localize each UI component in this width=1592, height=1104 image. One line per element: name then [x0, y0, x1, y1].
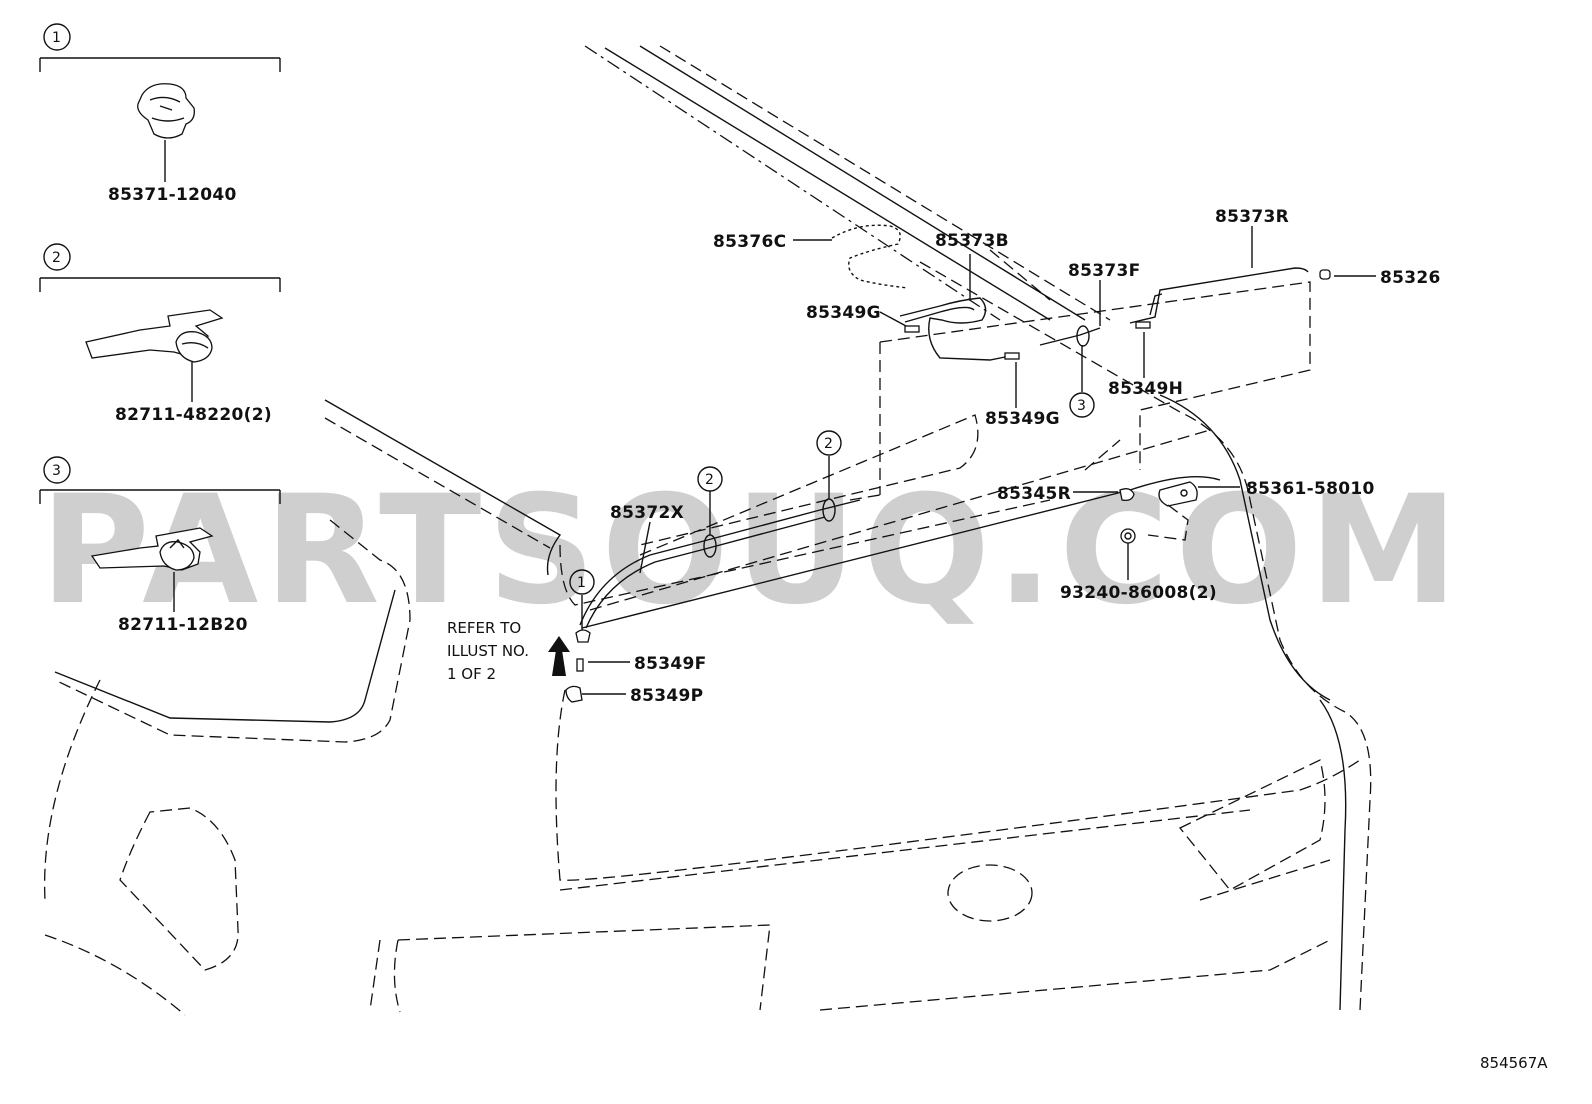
watermark: PARTSOUQ.COM — [40, 464, 1464, 638]
part-85349G-label[interactable]: 85349G — [806, 303, 881, 323]
wiper-nozzle-icon — [137, 83, 195, 139]
part-85372X-label[interactable]: 85372X — [610, 503, 684, 523]
connector-icon — [575, 629, 591, 643]
arrow-up-icon — [548, 636, 570, 676]
inset-3-number: 3 — [52, 463, 61, 479]
part-85373F-label[interactable]: 85373F — [1068, 261, 1141, 281]
part-85326-label[interactable]: 85326 — [1380, 268, 1441, 288]
part-85349F-label[interactable]: 85349F — [634, 654, 707, 674]
inset-1-circle — [43, 23, 71, 51]
part-85373B-label[interactable]: 85373B — [935, 231, 1009, 251]
part-85373R-label[interactable]: 85373R — [1215, 207, 1289, 227]
inset-3-circle — [43, 456, 71, 484]
refer-note-line-2: ILLUST NO. — [447, 642, 529, 660]
svg-text:2: 2 — [705, 472, 714, 488]
part-85349G-label[interactable]: 85349G — [985, 409, 1060, 429]
inset-2-bracket — [39, 277, 281, 292]
ref-circle-2: 2 — [816, 430, 842, 456]
part-85376C-label[interactable]: 85376C — [713, 232, 786, 252]
nut-icon — [1120, 528, 1136, 544]
joint-icon — [1004, 352, 1020, 360]
inset-group-2[interactable]: 2 82711-48220(2) — [39, 243, 281, 425]
inset-group-1[interactable]: 1 85371-12040 — [39, 23, 281, 205]
part-93240-86008-label[interactable]: 93240-86008(2) — [1060, 583, 1217, 603]
svg-text:2: 2 — [824, 436, 833, 452]
inset-1-number: 1 — [52, 30, 61, 46]
washer-nozzle-icon — [1158, 481, 1198, 507]
refer-note-line-3: 1 OF 2 — [447, 665, 496, 683]
inset-group-3[interactable]: 3 82711-12B20 — [39, 456, 281, 635]
cap-icon — [1319, 269, 1331, 280]
washer-hose-assembly — [548, 224, 1331, 703]
ref-circle-1: 1 — [569, 569, 595, 595]
joint-icon — [1135, 321, 1151, 329]
svg-text:3: 3 — [1077, 398, 1086, 414]
part-85345R-label[interactable]: 85345R — [997, 484, 1071, 504]
svg-text:1: 1 — [577, 575, 586, 591]
part-85371-12040-label[interactable]: 85371-12040 — [108, 185, 237, 205]
part-85361-58010-label[interactable]: 85361-58010 — [1246, 479, 1375, 499]
joint-icon — [904, 325, 920, 333]
ref-circle-3: 3 — [1069, 392, 1095, 418]
refer-note[interactable]: REFER TO ILLUST NO. 1 OF 2 — [447, 619, 529, 683]
check-valve-icon — [1119, 488, 1135, 502]
part-82711-12B20-label[interactable]: 82711-12B20 — [118, 615, 248, 635]
ref-circle-2: 2 — [697, 466, 723, 492]
part-82711-48220-label[interactable]: 82711-48220(2) — [115, 405, 272, 425]
refer-note-line-1: REFER TO — [447, 619, 521, 637]
callout-leaders — [581, 226, 1376, 695]
clamp-clip-icon — [90, 527, 214, 571]
inset-3-bracket — [39, 489, 281, 504]
inset-2-number: 2 — [52, 250, 61, 266]
inset-2-circle — [43, 243, 71, 271]
inset-1-bracket — [39, 57, 281, 72]
connector-icon — [576, 658, 584, 672]
elbow-joint-icon — [565, 685, 583, 703]
clamp-clip-icon — [85, 309, 224, 363]
part-85349P-label[interactable]: 85349P — [630, 686, 703, 706]
diagram-code: 854567A — [1480, 1054, 1548, 1072]
part-85349H-label[interactable]: 85349H — [1108, 379, 1183, 399]
vehicle-body-outline — [43, 45, 1372, 1016]
grommet-icon — [1076, 325, 1090, 347]
